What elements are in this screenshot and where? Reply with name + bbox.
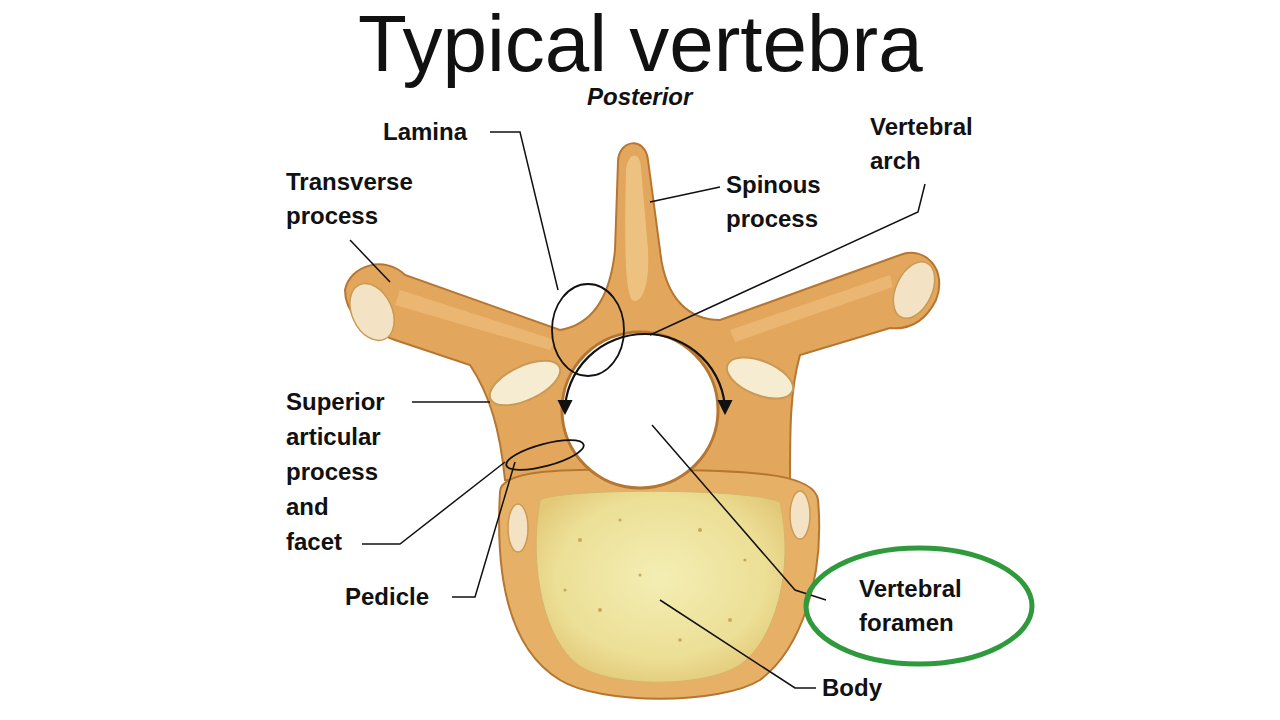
speckle [728, 618, 732, 622]
spinous-highlight [625, 155, 648, 300]
leader-line [490, 132, 558, 290]
leader-line [362, 462, 505, 544]
part-label: Pedicle [345, 580, 429, 614]
leader-line [650, 187, 720, 202]
speckle [578, 538, 582, 542]
pedicle-ring [504, 434, 587, 476]
part-label: Vertebral arch [870, 110, 1010, 178]
arch-arrow [565, 334, 725, 412]
leader-lines [350, 132, 925, 688]
orientation-label: Posterior [587, 80, 692, 114]
speckle [618, 518, 621, 521]
speckle [639, 574, 642, 577]
speckle [743, 558, 746, 561]
diagram-title: Typical vertebra [358, 4, 923, 84]
transverse-tip-face [341, 276, 403, 347]
part-label: Transverse process [286, 165, 446, 233]
superior-facet [721, 349, 799, 407]
costal-facet [508, 504, 528, 552]
leader-line [652, 425, 826, 600]
bone-speckles [563, 518, 746, 641]
transverse-tip-face [885, 255, 943, 325]
speckle [598, 608, 602, 612]
superior-facet [483, 352, 566, 415]
cancellous-bone [536, 491, 785, 682]
leader-line [350, 240, 390, 282]
highlight-ellipse: Vertebral foramen [803, 545, 1035, 667]
speckle [698, 528, 702, 532]
foramen-opening [562, 332, 718, 488]
vertebral-body [499, 469, 819, 698]
leader-line [412, 401, 490, 403]
lamina-ring [552, 284, 624, 376]
part-label: Superior articular process and facet [286, 384, 390, 559]
leader-line [660, 600, 816, 688]
ellipse-outline [803, 545, 1035, 667]
green-ellipse [806, 548, 1032, 664]
leader-line [452, 462, 515, 597]
part-label: Vertebral foramen [859, 572, 999, 640]
part-label: Lamina [383, 115, 467, 149]
part-label: Body [822, 671, 882, 705]
speckle [678, 638, 682, 642]
costal-facet [790, 491, 810, 539]
speckle [563, 588, 566, 591]
part-label: Spinous process [726, 168, 856, 236]
